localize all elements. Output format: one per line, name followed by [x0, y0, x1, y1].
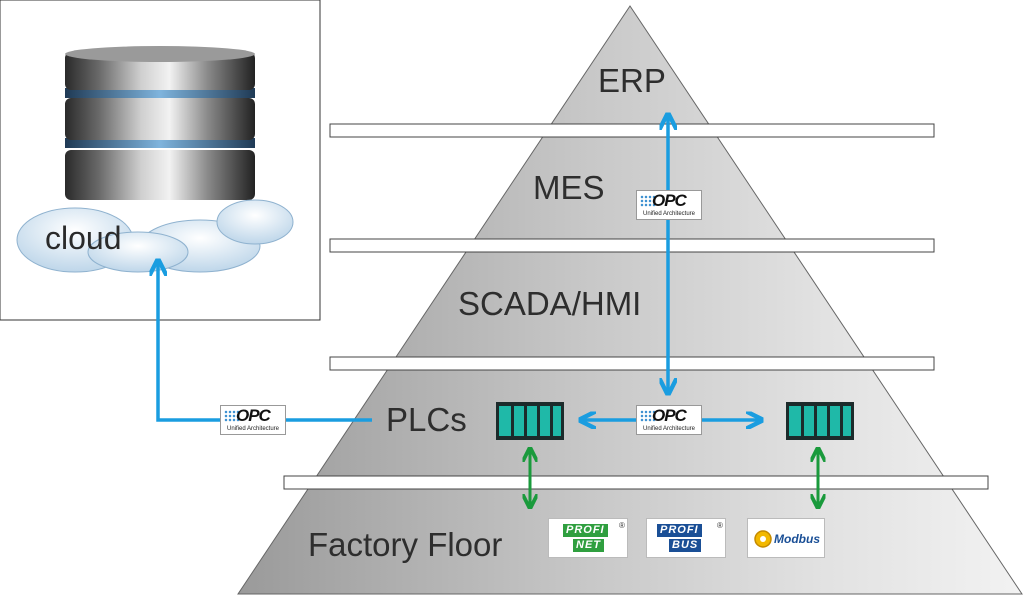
profinet-logo-icon: PROFI NET ® [548, 518, 628, 558]
registered-mark: ® [619, 521, 625, 530]
opc-subtitle: Unified Architecture [642, 426, 696, 432]
opc-mark: OPC [652, 406, 687, 425]
pyramid-body [237, 5, 1023, 595]
layer-label-plcs: PLCs [386, 401, 467, 438]
opc-subtitle: Unified Architecture [226, 426, 280, 432]
layer-label-scada-hmi: SCADA/HMI [458, 285, 642, 322]
profinet-top-text: PROFI [563, 524, 608, 537]
layer-separator-2 [329, 238, 935, 253]
registered-mark: ® [717, 521, 723, 530]
opc-mark: OPC [652, 191, 687, 210]
layer-label-factory-floor: Factory Floor [308, 526, 503, 563]
plc-cloud-link [158, 262, 372, 422]
opc-mark: OPC [236, 406, 271, 425]
plc-device-icon [786, 402, 854, 440]
server-stack-icon [65, 46, 255, 200]
plc-device-icon [496, 402, 564, 440]
profibus-bottom-text: BUS [669, 539, 702, 552]
layer-label-mes: MES [533, 169, 605, 206]
opc-subtitle: Unified Architecture [642, 211, 696, 217]
opc-ua-logo-icon: OPC Unified Architecture [636, 190, 702, 220]
modbus-text: Modbus [774, 532, 820, 546]
modbus-logo-icon: Modbus [747, 518, 825, 558]
cloud-label: cloud [45, 220, 122, 256]
layer-separator-4 [283, 475, 989, 490]
opc-ua-logo-icon: OPC Unified Architecture [220, 405, 286, 435]
modbus-gear-icon [754, 530, 772, 548]
layer-label-erp: ERP [598, 62, 666, 99]
profibus-logo-icon: PROFI BUS ® [646, 518, 726, 558]
profibus-top-text: PROFI [657, 524, 702, 537]
layer-separator-1 [329, 123, 935, 138]
profinet-bottom-text: NET [573, 539, 604, 552]
cloud-icon [16, 199, 294, 273]
layer-separator-3 [329, 356, 935, 371]
opc-ua-logo-icon: OPC Unified Architecture [636, 405, 702, 435]
